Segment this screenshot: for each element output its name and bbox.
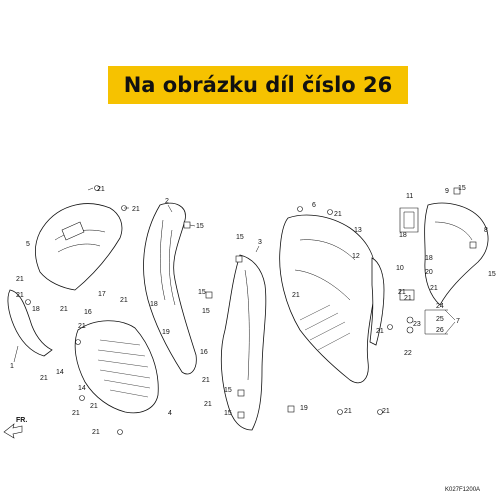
part-11-bracket: [399, 207, 419, 233]
part-number-banner: Na obrázku díl číslo 26: [108, 66, 408, 104]
callout-2: 2: [165, 198, 169, 205]
callout-21: 21: [92, 429, 100, 436]
callout-21: 21: [16, 292, 24, 299]
callout-21: 21: [90, 403, 98, 410]
callout-21: 21: [404, 295, 412, 302]
callout-10: 10: [396, 265, 404, 272]
callout-21: 21: [40, 375, 48, 382]
callout-21: 21: [97, 186, 105, 193]
callout-1: 1: [10, 363, 14, 370]
diagram-code: K027F1200A: [445, 487, 480, 493]
callout-21: 21: [376, 328, 384, 335]
callout-15: 15: [236, 234, 244, 241]
callout-21: 21: [382, 408, 390, 415]
callout-18: 18: [425, 255, 433, 262]
leader-lines: [13, 187, 456, 363]
callout-21: 21: [78, 323, 86, 330]
callout-15: 15: [224, 387, 232, 394]
part-5-front-cover: [35, 203, 123, 291]
callout-labels: 21 21 5 2 15 21 18 21 1 21 14 16 17 21 1…: [10, 185, 496, 436]
callout-18: 18: [150, 301, 158, 308]
callout-18: 18: [32, 306, 40, 313]
callout-21: 21: [430, 285, 438, 292]
callout-16: 16: [200, 349, 208, 356]
callout-19: 19: [300, 405, 308, 412]
callout-17: 17: [98, 291, 106, 298]
callout-19: 19: [162, 329, 170, 336]
callout-22: 22: [404, 350, 412, 357]
callout-21: 21: [292, 292, 300, 299]
callout-15: 15: [198, 289, 206, 296]
front-direction-arrow: FR.: [3, 417, 27, 439]
callout-11: 11: [406, 193, 413, 200]
part-4-grille-cover: [74, 320, 159, 414]
callout-15: 15: [488, 271, 496, 278]
callout-21: 21: [344, 408, 352, 415]
callout-21: 21: [334, 211, 342, 218]
callout-3: 3: [258, 239, 262, 246]
callout-21: 21: [398, 289, 406, 296]
part-1-lower-trim: [7, 289, 53, 357]
part-3-center-cover: [220, 254, 267, 431]
part-26-group: [399, 289, 448, 335]
inner-panel-hatching: [299, 304, 351, 351]
callout-7: 7: [456, 318, 460, 325]
callout-6: 6: [312, 202, 316, 209]
callout-16: 16: [84, 309, 92, 316]
callout-24: 24: [436, 303, 444, 310]
callout-8: 8: [484, 227, 488, 234]
callout-18: 18: [399, 232, 407, 239]
callout-21: 21: [132, 206, 140, 213]
callout-21: 21: [204, 401, 212, 408]
callout-21: 21: [16, 276, 24, 283]
fasteners: [25, 185, 477, 435]
callout-9: 9: [445, 188, 449, 195]
part-8-right-panel: [424, 202, 489, 306]
callout-5: 5: [26, 241, 30, 248]
callout-23: 23: [413, 321, 421, 328]
callout-12: 12: [352, 253, 360, 260]
callout-15: 15: [458, 185, 466, 192]
callout-14: 14: [78, 385, 86, 392]
callout-21: 21: [60, 306, 68, 313]
callout-15: 15: [202, 308, 210, 315]
callout-14: 14: [56, 369, 64, 376]
callout-4: 4: [168, 410, 172, 417]
callout-25: 25: [436, 316, 444, 323]
callout-21: 21: [120, 297, 128, 304]
part-12-strip: [369, 257, 385, 346]
callout-15: 15: [224, 410, 232, 417]
callout-26: 26: [436, 327, 444, 334]
callout-21: 21: [202, 377, 210, 384]
part-6-inner-panel: [279, 214, 377, 384]
grille-slats: [97, 339, 151, 398]
direction-label: FR.: [16, 417, 27, 424]
callout-13: 13: [354, 227, 362, 234]
callout-15: 15: [196, 223, 204, 230]
callout-20: 20: [425, 269, 433, 276]
part-2-side-panel: [143, 202, 197, 375]
callout-21: 21: [72, 410, 80, 417]
